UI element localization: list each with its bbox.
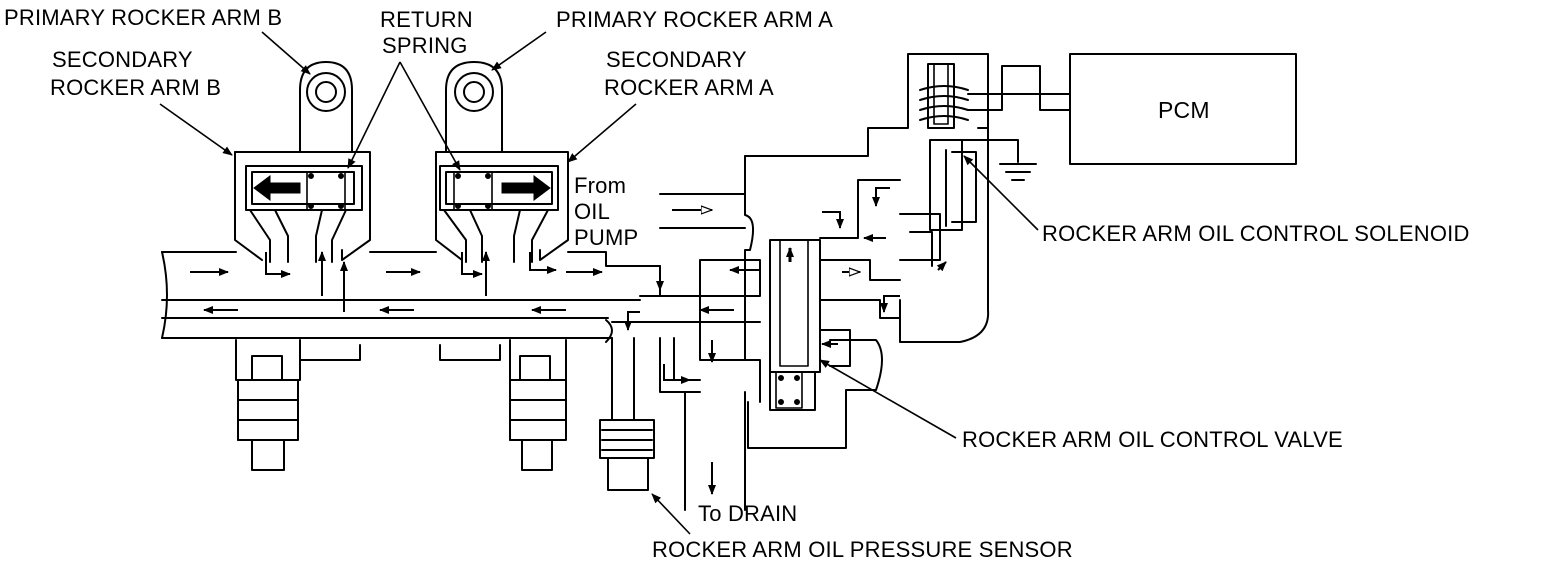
label-secondary-rocker-arm-a-line-1: SECONDARY — [606, 47, 747, 72]
label-secondary-rocker-arm-a-line-2: ROCKER ARM A — [604, 75, 774, 100]
label-from-oil-pump-line-1: From — [574, 173, 627, 198]
label-oil-control-valve: ROCKER ARM OIL CONTROL VALVE — [962, 427, 1343, 452]
oil-flow-arrows — [190, 187, 947, 495]
rocker-arm-b-assembly — [234, 61, 371, 471]
label-primary-rocker-arm-b: PRIMARY ROCKER ARM B — [4, 5, 283, 30]
rocker-arm-a-assembly — [435, 61, 569, 471]
pcm-box — [1069, 53, 1297, 165]
label-secondary-rocker-arm-b-line-2: ROCKER ARM B — [50, 75, 222, 100]
oil-control-valve-body — [611, 53, 990, 449]
label-to-drain: To DRAIN — [698, 501, 798, 526]
label-oil-control-solenoid: ROCKER ARM OIL CONTROL SOLENOID — [1042, 221, 1470, 246]
passages-and-sensor — [599, 193, 746, 511]
label-return-spring-line-1: RETURN — [380, 7, 473, 32]
label-return-spring-line-2: SPRING — [382, 33, 468, 58]
piston-block-arrows — [253, 175, 551, 201]
label-pcm: PCM — [1158, 97, 1210, 123]
label-from-oil-pump-line-2: OIL — [574, 199, 611, 224]
leader-lines — [159, 31, 1039, 535]
rocker-shaft — [161, 251, 661, 343]
oil-control-solenoid — [919, 63, 1071, 231]
label-secondary-rocker-arm-b-line-1: SECONDARY — [52, 47, 193, 72]
label-primary-rocker-arm-a: PRIMARY ROCKER ARM A — [556, 7, 834, 32]
label-oil-pressure-sensor: ROCKER ARM OIL PRESSURE SENSOR — [652, 537, 1073, 562]
label-from-oil-pump-line-3: PUMP — [574, 225, 639, 250]
